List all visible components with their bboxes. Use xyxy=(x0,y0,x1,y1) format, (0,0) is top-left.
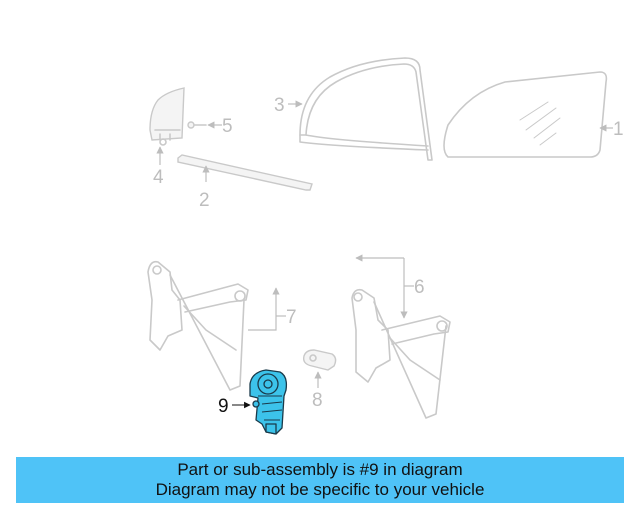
part-8-clip[interactable] xyxy=(302,349,337,371)
leader-7 xyxy=(248,287,280,331)
part-3-door-frame[interactable] xyxy=(299,57,433,161)
callout-6: 6 xyxy=(414,277,425,298)
part-7-window-regulator[interactable] xyxy=(147,260,249,391)
part-6-window-regulator[interactable] xyxy=(351,288,451,419)
banner-line-part: Part or sub-assembly is #9 in diagram xyxy=(177,460,463,479)
part-9-window-motor[interactable] xyxy=(249,369,288,435)
part-4-vent-frame[interactable] xyxy=(149,87,185,146)
banner-line-disclaimer: Diagram may not be specific to your vehi… xyxy=(155,480,485,499)
callout-2: 2 xyxy=(199,190,210,211)
part-2-belt-molding[interactable] xyxy=(177,154,313,191)
callout-3: 3 xyxy=(274,95,285,116)
parts-diagram: 1 3 4 5 2 7 xyxy=(147,57,624,435)
callout-5: 5 xyxy=(222,116,233,137)
callout-7: 7 xyxy=(286,307,297,328)
callout-8: 8 xyxy=(312,390,323,411)
callout-9: 9 xyxy=(218,396,229,417)
part-5-screw[interactable] xyxy=(187,121,207,129)
callout-1: 1 xyxy=(613,119,624,140)
callout-4: 4 xyxy=(153,167,164,188)
part-1-door-glass[interactable] xyxy=(443,71,608,158)
info-banner: Part or sub-assembly is #9 in diagram Di… xyxy=(16,457,624,503)
